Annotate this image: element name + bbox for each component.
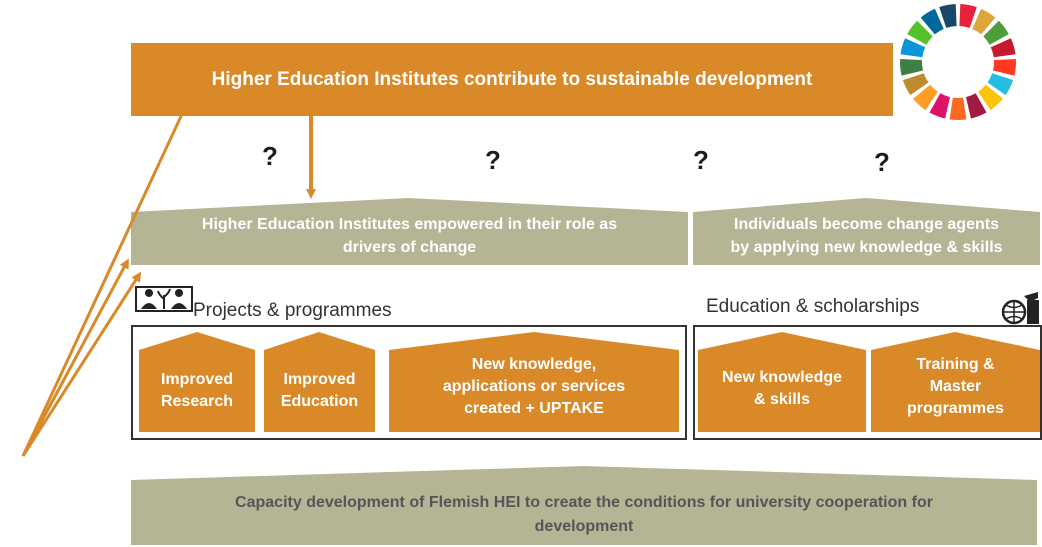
individuals-outcome-shape <box>693 198 1040 265</box>
sdg-wheel-segment <box>959 4 977 28</box>
hei-outcome-line-1: Higher Education Institutes empowered in… <box>201 216 618 233</box>
skills-line-1: New knowledge <box>721 369 843 386</box>
knowledge-line-1: New knowledge, <box>471 356 597 373</box>
base-line-2: development <box>534 518 634 535</box>
hei-outcome: Higher Education Institutes empowered in… <box>131 207 688 265</box>
base-shape <box>131 466 1037 545</box>
new-knowledge-uptake-output: New knowledge, applications or services … <box>389 342 679 432</box>
individuals-outcome-line-1: Individuals become change agents <box>734 216 999 233</box>
knowledge-house-shape <box>389 332 679 432</box>
sdg-wheel-segment <box>978 84 1003 111</box>
training-line-1: Training & <box>916 356 995 373</box>
individuals-outcome-line-2: by applying new knowledge & skills <box>730 239 1003 256</box>
sdg-wheel-segment <box>900 38 926 58</box>
sdg-wheel-segment <box>929 93 950 119</box>
research-line-2: Research <box>160 393 234 410</box>
education-section-label: Education & scholarships <box>706 296 920 317</box>
question-mark-4: ? <box>874 147 890 177</box>
training-master-output: Training & Master programmes <box>871 342 1040 432</box>
question-mark-2: ? <box>485 145 501 175</box>
new-knowledge-skills-output: New knowledge & skills <box>698 346 866 432</box>
hei-outcome-shape <box>131 198 688 265</box>
left-long-line <box>21 111 185 457</box>
sdg-wheel-segment <box>966 93 987 119</box>
projects-section-label: Projects & programmes <box>193 300 392 321</box>
improved-education-output: Improved Education <box>264 350 375 432</box>
sdg-wheel-segment <box>920 8 944 35</box>
research-line-1: Improved <box>160 371 233 388</box>
sdg-wheel-segment <box>993 59 1016 76</box>
upward-arrow-projects <box>21 271 142 457</box>
training-house-shape <box>871 332 1040 432</box>
improved-research-output: Improved Research <box>139 350 255 432</box>
sdg-wheel-segment <box>939 4 957 28</box>
question-mark-1: ? <box>262 141 278 171</box>
sdg-wheel-segment <box>972 8 996 35</box>
sdg-wheel-segment <box>900 59 923 76</box>
sdg-wheel-segment <box>983 20 1009 45</box>
skills-house-shape <box>698 332 866 432</box>
education-line-1: Improved <box>283 371 356 388</box>
base-line-1: Capacity development of Flemish HEI to c… <box>235 494 933 511</box>
sdg-wheel-segment <box>902 73 929 96</box>
research-house-shape <box>139 332 255 432</box>
education-house-shape <box>264 332 375 432</box>
upward-arrow-outcome <box>21 258 129 457</box>
sdg-wheel-icon <box>900 4 1016 121</box>
capacity-development-base: Capacity development of Flemish HEI to c… <box>131 478 1037 544</box>
top-banner-text: Higher Education Institutes contribute t… <box>211 68 813 90</box>
people-plant-icon <box>135 286 193 312</box>
training-line-2: Master <box>929 378 982 395</box>
individuals-outcome: Individuals become change agents by appl… <box>693 207 1040 265</box>
sdg-wheel-segment <box>913 84 938 111</box>
sdg-wheel-segment <box>949 97 967 121</box>
question-mark-3: ? <box>693 145 709 175</box>
sdg-wheel-segment <box>987 73 1014 96</box>
sdg-wheel-segment <box>990 38 1016 58</box>
education-line-2: Education <box>280 393 359 410</box>
graduate-globe-icon <box>1001 292 1039 325</box>
training-line-3: programmes <box>907 400 1004 417</box>
knowledge-line-2: applications or services <box>442 378 626 395</box>
top-banner: Higher Education Institutes contribute t… <box>131 43 893 116</box>
sdg-wheel-segment <box>907 20 933 45</box>
skills-line-2: & skills <box>753 391 811 408</box>
knowledge-line-3: created + UPTAKE <box>464 400 604 417</box>
hei-outcome-line-2: drivers of change <box>342 239 477 256</box>
